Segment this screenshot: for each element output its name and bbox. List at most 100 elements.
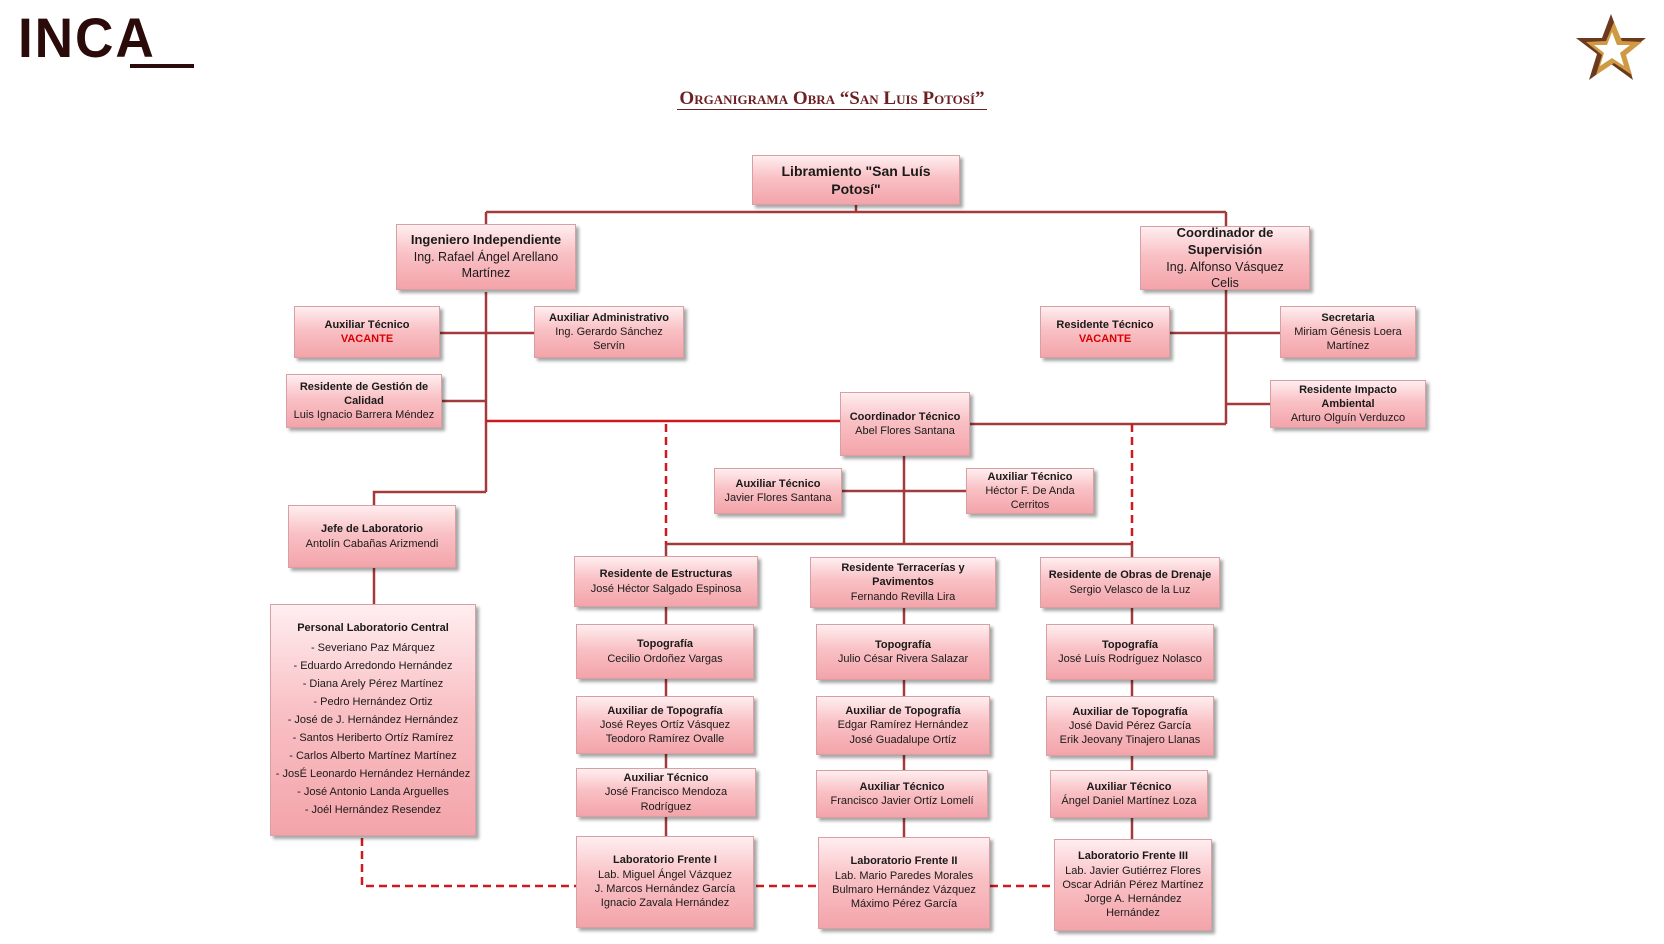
node-line: Ing. Rafael Ángel Arellano: [413, 250, 559, 265]
node-line: Cerritos: [1010, 499, 1050, 512]
node-title: Laboratorio Frente II: [850, 855, 958, 868]
node-line: José Francisco Mendoza Rodríguez: [604, 786, 728, 813]
node-title: Residente de Obras de Drenaje: [1048, 569, 1212, 582]
node-title: Auxiliar de Topografía: [1072, 705, 1188, 718]
star-emblem-icon: [1576, 14, 1646, 80]
node-line: Martínez: [461, 266, 511, 281]
node-line: - Pedro Hernández Ortiz: [313, 696, 433, 709]
node-line: Sergio Velasco de la Luz: [1069, 583, 1191, 596]
node-title: Coordinador Técnico: [849, 410, 961, 423]
node-line: - Severiano Paz Márquez: [310, 641, 436, 654]
node-line: Teodoro Ramírez Ovalle: [605, 733, 725, 746]
node-personal-lab: Personal Laboratorio Central - Severiano …: [270, 604, 476, 836]
node-line: Abel Flores Santana: [855, 425, 955, 437]
node-line: Martínez: [1326, 340, 1370, 353]
node-title: Topografía: [636, 638, 693, 651]
node-line: Celis: [1211, 275, 1239, 290]
node-line: VACANTE: [340, 333, 394, 345]
node-line: Bulmaro Hernández Vázquez: [832, 884, 976, 896]
node-line: Miriam Génesis Loera: [1294, 325, 1402, 338]
node-line: - José de J. Hernández Hernández: [287, 714, 459, 727]
node-title: Auxiliar Técnico: [859, 780, 945, 793]
node-title: Auxiliar Técnico: [735, 477, 821, 490]
node-line: Héctor F. De Anda: [985, 484, 1075, 497]
node-line: José Héctor Salgado Espinosa: [590, 582, 742, 595]
chart-title: Organigrama Obra “San Luis Potosí”: [677, 88, 987, 110]
node-line: - Santos Heriberto Ortíz Ramírez: [292, 732, 454, 745]
node-line: Javier Flores Santana: [724, 492, 832, 504]
node-title: Topografía: [1101, 638, 1158, 651]
node-line: - Carlos Alberto Martínez Martínez: [289, 750, 457, 763]
node-line: Oscar Adrián Pérez Martínez: [1062, 878, 1204, 891]
node-line: Erik Jeovany Tinajero Llanas: [1059, 734, 1201, 747]
node-line: - JosÉ Leonardo Hernández Hernández: [275, 768, 471, 781]
inca-logo: INCA: [18, 6, 156, 69]
node-title: Personal Laboratorio Central: [297, 621, 449, 634]
node-line: José David Pérez García: [1068, 719, 1192, 732]
node-line: Luis Ignacio Barrera Méndez: [293, 409, 435, 422]
node-title: Auxiliar Técnico: [1086, 780, 1172, 793]
node-line: - Diana Arely Pérez Martínez: [302, 678, 444, 691]
node-line: Ing. Gerardo Sánchez Servín: [555, 325, 663, 353]
node-line: Ing. Alfonso Vásquez: [1166, 259, 1284, 274]
node-line: Julio César Rivera Salazar: [837, 653, 969, 665]
node-title: Auxiliar Técnico: [987, 470, 1073, 483]
node-line: Máximo Pérez García: [850, 898, 958, 911]
node-line: Fernando Revilla Lira: [850, 590, 956, 603]
node-title: Auxiliar de Topografía: [845, 705, 961, 718]
node-line: Cecilio Ordoñez Vargas: [607, 652, 723, 665]
node-line: Lab. Mario Paredes Morales: [834, 869, 974, 882]
node-line: Ignacio Zavala Hernández: [600, 897, 730, 910]
chart-title-wrap: Organigrama Obra “San Luis Potosí”: [0, 88, 1664, 110]
node-line: VACANTE: [1078, 333, 1132, 345]
node-line: J. Marcos Hernández García: [594, 883, 736, 895]
node-title: Residente Técnico: [1056, 318, 1154, 331]
node-title: Residente Terracerías y Pavimentos: [841, 562, 965, 589]
node-line: Arturo Olguín Verduzco: [1290, 412, 1406, 425]
node-title: Libramiento "San Luís Potosí": [781, 162, 931, 197]
node-line: - José Antonio Landa Arguelles: [297, 786, 449, 799]
node-title: Residente de Estructuras: [599, 568, 733, 581]
node-line: Lab. Miguel Ángel Vázquez: [598, 868, 732, 881]
node-title: Auxiliar Técnico: [324, 318, 410, 331]
node-line: Francisco Javier Ortíz Lomelí: [830, 795, 974, 807]
node-title: Auxiliar de Topografía: [607, 704, 723, 717]
node-title: Auxiliar Administrativo: [548, 311, 669, 324]
logo-underline: [130, 64, 194, 68]
connector-left-lab: [372, 490, 486, 505]
node-title: Secretaria: [1321, 311, 1375, 324]
node-title: Jefe de Laboratorio: [320, 523, 424, 536]
node-line: Edgar Ramírez Hernández: [837, 719, 969, 732]
node-line: José Reyes Ortíz Vásquez: [599, 718, 731, 731]
node-title: Coordinador de Supervisión: [1176, 224, 1274, 257]
node-line: Ángel Daniel Martínez Loza: [1061, 795, 1197, 807]
node-title: Auxiliar Técnico: [623, 772, 709, 785]
node-title: Laboratorio Frente I: [613, 854, 717, 867]
node-line: Jorge A. Hernández Hernández: [1084, 893, 1182, 920]
node-title: Residente de Gestión de Calidad: [299, 380, 429, 407]
